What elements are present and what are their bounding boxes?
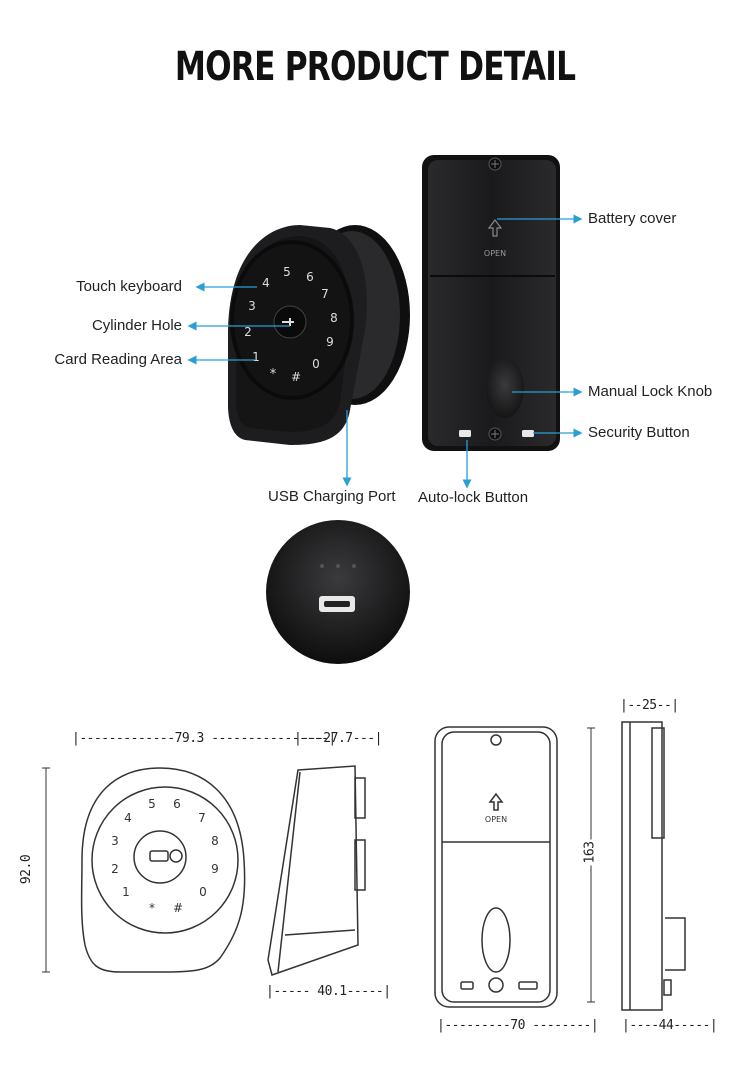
key-2: 2: [244, 325, 252, 339]
key-7: 7: [321, 287, 329, 301]
callout-auto-lock-button: Auto-lock Button: [418, 489, 529, 506]
dimension-back-height: 163: [582, 839, 598, 866]
key-6: 6: [306, 270, 314, 284]
drawing-key-2: 2: [111, 862, 119, 876]
drawing-key-0: 0: [199, 885, 207, 899]
side-dimension-drawing: [267, 765, 366, 976]
drawing-key-1: 1: [122, 885, 130, 899]
key-5: 5: [283, 265, 291, 279]
drawing-key-4: 4: [124, 811, 132, 825]
dimension-back-width: |---------70 --------|: [437, 1018, 599, 1033]
callout-security-button: Security Button: [588, 424, 690, 441]
drawing-key-5: 5: [148, 797, 156, 811]
callout-cylinder-hole: Cylinder Hole: [91, 317, 182, 334]
key-star: *: [270, 367, 277, 382]
key-0: 0: [312, 357, 320, 371]
usb-port-zoom-image: [266, 520, 410, 664]
drawing-open-label: OPEN: [485, 815, 507, 824]
callout-card-reading-area: Card Reading Area: [54, 351, 182, 368]
drawing-key-star: *: [149, 901, 155, 915]
callout-touch-keyboard: Touch keyboard: [76, 278, 182, 295]
back-side-dimension-drawing: [621, 721, 686, 1011]
key-hash: #: [291, 370, 301, 384]
dimension-side-depth-bottom: |----- 40.1-----|: [266, 984, 391, 999]
callout-battery-cover: Battery cover: [588, 210, 677, 227]
interior-unit-image: OPEN: [422, 155, 560, 451]
drawing-key-9: 9: [211, 862, 219, 876]
dimension-back-side-top: |--25--|: [620, 698, 679, 713]
dimension-side-depth-top: |---27.7---|: [294, 731, 382, 746]
callout-manual-lock-knob: Manual Lock Knob: [588, 383, 713, 400]
callout-usb-charging-port: USB Charging Port: [268, 488, 396, 505]
drawing-key-3: 3: [111, 834, 119, 848]
key-8: 8: [330, 311, 338, 325]
front-keypad-digits: 5 6 4 7 3 8 2 9 1 0 * #: [111, 797, 219, 915]
page-title: MORE PRODUCT DETAIL: [174, 44, 576, 90]
keypad-lock-image: 5 6 4 7 3 8 2 9 1 0 * #: [228, 225, 410, 445]
callout-leaders: [187, 214, 583, 489]
key-9: 9: [326, 335, 334, 349]
key-4: 4: [262, 276, 270, 290]
dimension-front-height: 92.0: [19, 854, 35, 885]
open-label: OPEN: [484, 249, 506, 258]
dimension-back-side-bottom: |----44-----|: [622, 1018, 718, 1033]
drawing-key-6: 6: [173, 797, 181, 811]
drawing-key-8: 8: [211, 834, 219, 848]
front-dimension-drawing: [80, 767, 246, 973]
key-1: 1: [252, 350, 260, 364]
drawing-key-7: 7: [198, 811, 206, 825]
drawing-key-hash: #: [173, 901, 183, 915]
dimension-front-width: |-------------79.3 ----------------|: [72, 731, 336, 746]
back-dimension-drawing: [434, 726, 558, 1008]
key-3: 3: [248, 299, 256, 313]
